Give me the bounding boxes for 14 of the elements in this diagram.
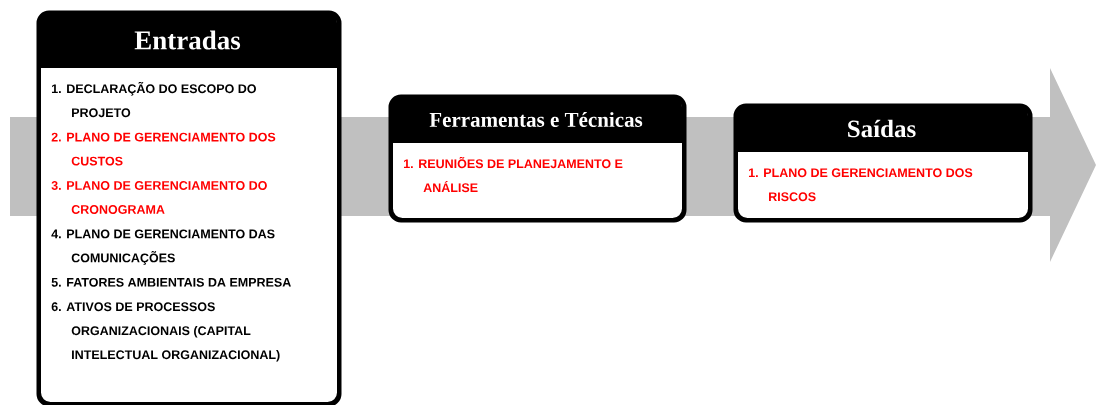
list-item: 4. PLANO DE GERENCIAMENTO DAS COMUNICAÇÕES xyxy=(51,229,275,265)
card-heading: Ferramentas e Técnicas xyxy=(429,112,643,127)
list-item: 1. REUNIÕES DE PLANEJAMENTO E ANÁLISE xyxy=(404,156,623,193)
process-card xyxy=(36,10,342,405)
list-item: 1. PLANO DE GERENCIAMENTO DOS RISCOS xyxy=(749,168,973,202)
list-item: 3. PLANO DE GERENCIAMENTO DO CRONOGRAMA xyxy=(51,181,267,214)
list-item: 5. FATORES AMBIENTAIS DA EMPRESA xyxy=(51,277,291,287)
list-item: 6. ATIVOS DE PROCESSOS ORGANIZACIONAIS (CAPITAL INTELECTUAL ORGANIZACIONAL) xyxy=(51,302,280,362)
list-item: 2. PLANO DE GERENCIAMENTO DOS CUSTOS xyxy=(51,132,276,166)
process-card xyxy=(388,94,687,223)
card-heading: Entradas xyxy=(134,30,241,50)
card-heading: Saídas xyxy=(848,119,916,138)
process-card xyxy=(733,103,1033,223)
list-item: 1. DECLARAÇÃO DO ESCOPO DO PROJETO xyxy=(52,81,256,118)
